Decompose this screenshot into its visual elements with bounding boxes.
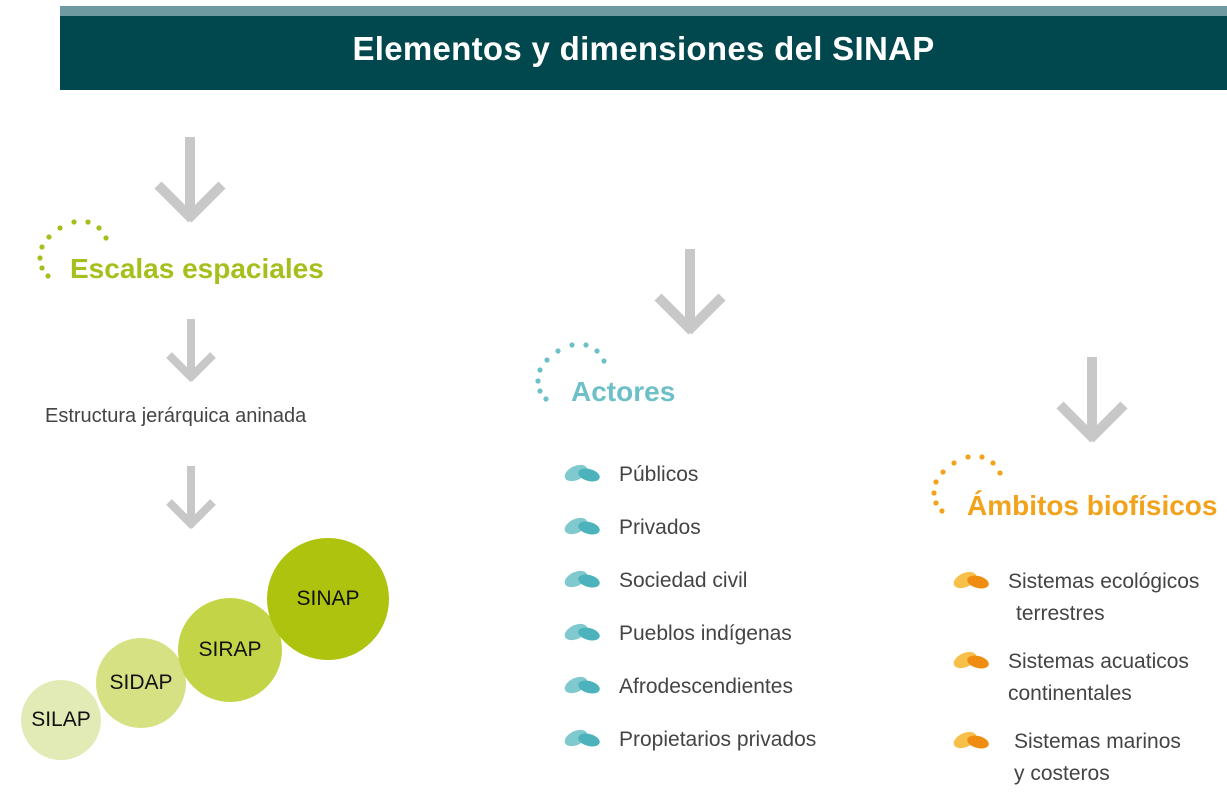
- structure-text: Estructura jerárquica aninada: [45, 405, 307, 427]
- down-arrow-icon: [166, 319, 216, 382]
- circle-sidap: SIDAP: [96, 638, 186, 728]
- leaf-icon: [563, 671, 605, 695]
- circle-sirap: SIRAP: [178, 598, 282, 702]
- escalas-title: Escalas espaciales: [70, 253, 324, 284]
- leaf-icon: [952, 646, 994, 670]
- circle-label: SILAP: [31, 708, 91, 731]
- circle-label: SIDAP: [109, 671, 173, 694]
- down-arrow-icon: [1056, 357, 1128, 443]
- circle-silap: SILAP: [21, 680, 101, 760]
- ambitos-title: Ámbitos biofísicos: [967, 490, 1218, 521]
- header-band: [60, 6, 1227, 90]
- down-arrow-icon: [154, 137, 226, 223]
- dotted-loop-icon: [535, 339, 610, 403]
- list-item-label: Propietarios privados: [619, 728, 817, 751]
- list-item-label: Privados: [619, 516, 701, 539]
- dotted-loop-icon: [931, 451, 1006, 515]
- list-item: Propietarios privados: [563, 724, 863, 777]
- page-title: Elementos y dimensiones del SINAP: [352, 30, 935, 67]
- down-arrow-icon: [166, 466, 216, 529]
- circle-label: SIRAP: [198, 638, 262, 661]
- list-item-label: Sociedad civil: [619, 569, 748, 592]
- down-arrow-icon: [654, 249, 726, 335]
- leaf-icon: [563, 512, 605, 536]
- leaf-icon: [952, 726, 994, 750]
- actores-list: Públicos Privados Sociedad civil Pueblos…: [563, 459, 863, 777]
- leaf-icon: [563, 459, 605, 483]
- dotted-loop-icon: [37, 216, 112, 280]
- list-item-label: Públicos: [619, 463, 699, 486]
- circle-sinap: SINAP: [267, 538, 389, 660]
- actores-title: Actores: [571, 376, 676, 407]
- leaf-icon: [563, 724, 605, 748]
- list-item: Sociedad civil: [563, 565, 863, 618]
- circle-label: SINAP: [296, 587, 360, 610]
- list-item: Afrodescendientes: [563, 671, 863, 724]
- leaf-icon: [563, 565, 605, 589]
- list-item: Pueblos indígenas: [563, 618, 863, 671]
- list-item: Públicos: [563, 459, 863, 512]
- header-accent-strip: [60, 6, 1227, 16]
- list-item: Privados: [563, 512, 863, 565]
- leaf-icon: [952, 566, 994, 590]
- leaf-icon: [563, 618, 605, 642]
- list-item-label: Afrodescendientes: [619, 675, 793, 698]
- list-item-label: Pueblos indígenas: [619, 622, 792, 645]
